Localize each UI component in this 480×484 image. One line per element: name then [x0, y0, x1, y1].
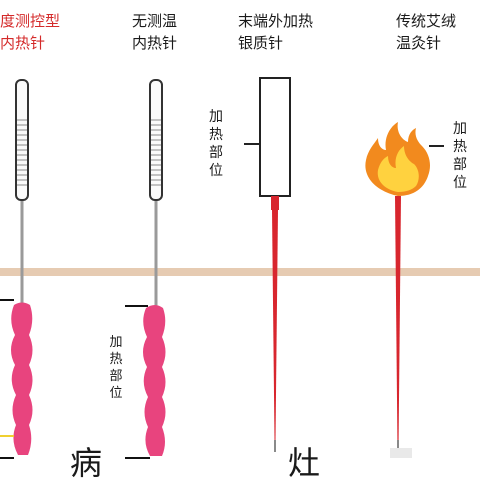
needle-3-heater-box [259, 77, 291, 197]
skin-line [0, 268, 480, 276]
needle-3 [244, 77, 291, 452]
needle-2 [125, 79, 166, 459]
needle-1-title-line2: 内热针 [0, 34, 46, 52]
lesion-char-zao: 灶 [288, 444, 321, 482]
needle-4-shaft [395, 196, 401, 440]
lesion-char-bing: 病 [70, 444, 103, 482]
needle-4 [365, 122, 444, 458]
needle-3-heating-label: 加 热 部 位 [209, 109, 223, 179]
needle-4-title-line1: 传统艾绒 [396, 12, 457, 30]
needle-3-title-line1: 末端外加热 [238, 12, 314, 30]
needle-4-tip-shadow [390, 448, 412, 458]
needle-2-heating-label: 加 热 部 位 [109, 335, 123, 401]
needle-2-title-line2: 内热针 [132, 34, 178, 52]
needle-1-heating-zone [11, 302, 33, 455]
needle-2-heating-zone [143, 305, 166, 456]
needle-4-heating-label: 加 热 部 位 [453, 121, 467, 191]
needle-1-title-line1: 度测控型 [0, 12, 61, 30]
needle-4-title-line2: 温灸针 [396, 34, 442, 52]
needle-2-title-line1: 无测温 [132, 12, 178, 30]
needle-1 [0, 79, 33, 459]
needle-3-shaft [272, 210, 278, 440]
needle-3-title-line2: 银质针 [238, 34, 284, 52]
